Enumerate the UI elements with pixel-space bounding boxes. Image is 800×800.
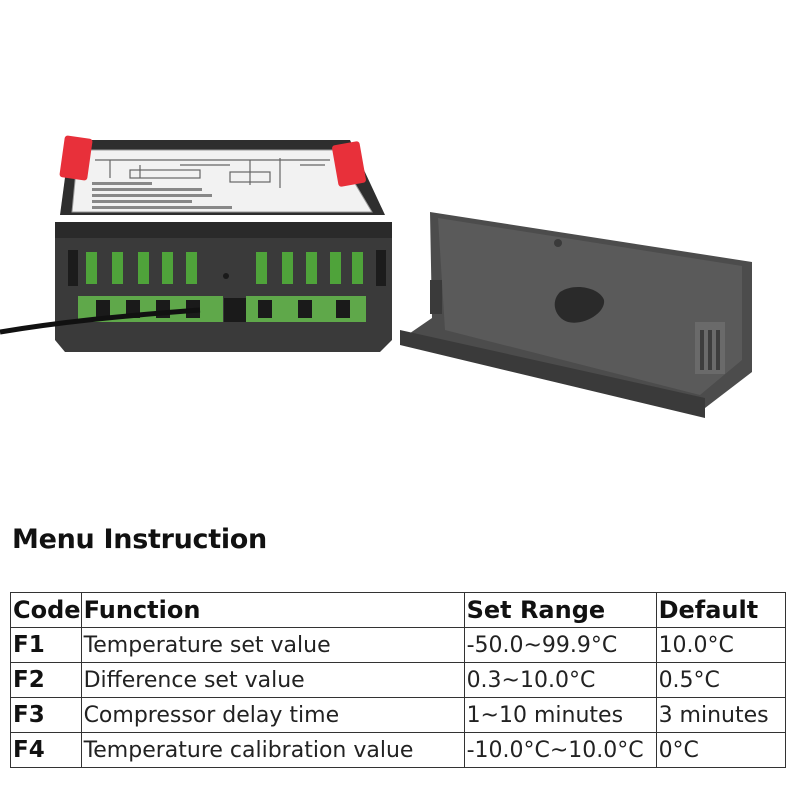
row-set-range: 0.3~10.0°C xyxy=(463,662,657,698)
product-photo xyxy=(0,135,752,418)
row-code: F2 xyxy=(10,662,82,698)
column-header-default: Default xyxy=(655,592,786,628)
column-header-function: Function xyxy=(80,592,465,628)
table-row: F4 Temperature calibration value -10.0°C… xyxy=(10,732,786,768)
table-row: F2 Difference set value 0.3~10.0°C 0.5°C xyxy=(10,662,786,698)
latch-left xyxy=(59,135,93,181)
row-code: F4 xyxy=(10,732,82,768)
row-function: Temperature calibration value xyxy=(80,732,465,768)
row-function: Difference set value xyxy=(80,662,465,698)
row-code: F3 xyxy=(10,697,82,733)
terminal-cover xyxy=(400,212,752,418)
table-header-row: Code Function Set Range Default xyxy=(10,592,786,628)
row-set-range: -10.0°C~10.0°C xyxy=(463,732,657,768)
menu-instruction-table: Code Function Set Range Default F1 Tempe… xyxy=(10,592,786,768)
table-row: F3 Compressor delay time 1~10 minutes 3 … xyxy=(10,697,786,733)
row-function: Compressor delay time xyxy=(80,697,465,733)
table-row: F1 Temperature set value -50.0~99.9°C 10… xyxy=(10,627,786,663)
section-title: Menu Instruction xyxy=(12,524,267,555)
column-header-code: Code xyxy=(10,592,82,628)
row-default: 0°C xyxy=(655,732,786,768)
row-default: 10.0°C xyxy=(655,627,786,663)
row-default: 0.5°C xyxy=(655,662,786,698)
column-header-set-range: Set Range xyxy=(463,592,657,628)
thermostat-controller xyxy=(0,135,392,352)
row-set-range: 1~10 minutes xyxy=(463,697,657,733)
row-code: F1 xyxy=(10,627,82,663)
row-default: 3 minutes xyxy=(655,697,786,733)
row-set-range: -50.0~99.9°C xyxy=(463,627,657,663)
row-function: Temperature set value xyxy=(80,627,465,663)
latch-right xyxy=(332,141,366,187)
